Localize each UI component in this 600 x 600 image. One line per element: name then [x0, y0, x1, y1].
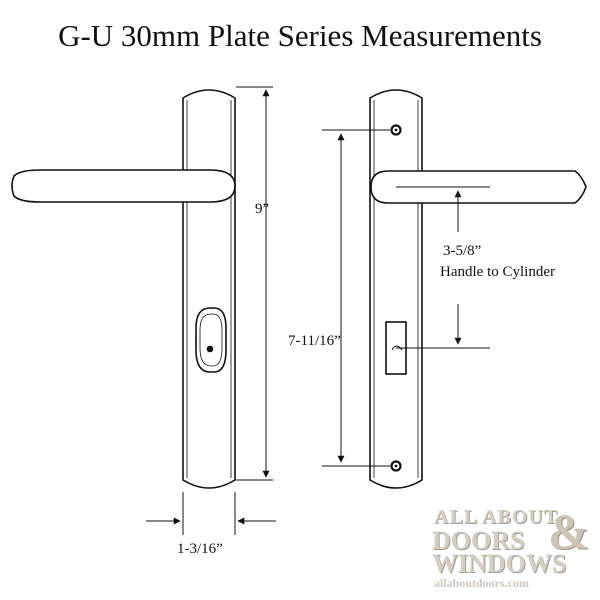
logo-text-doors: DOORS: [432, 526, 525, 555]
label-hole-spacing: 7-11/16”: [288, 333, 341, 349]
left-lever-handle: [11, 169, 236, 203]
logo-ampersand: &: [548, 503, 590, 559]
label-handle-to-cylinder: 3-5/8”: [443, 243, 482, 259]
right-top-screw-hole: [390, 124, 402, 136]
right-bottom-screw-hole: [390, 460, 402, 472]
dimension-handle-to-cylinder: [396, 186, 490, 349]
logo-text-windows: WINDOWS: [432, 549, 567, 578]
left-thumb-turn: [206, 345, 214, 353]
brand-logo: ALL ABOUT DOORS & WINDOWS allaboutdoors.…: [428, 503, 594, 592]
left-handle-plate: [11, 89, 236, 489]
left-plate-outline: [182, 89, 236, 489]
logo-url: allaboutdoors.com: [434, 576, 530, 590]
label-plate-height: 9”: [255, 201, 270, 217]
page-title: G-U 30mm Plate Series Measurements: [58, 18, 542, 53]
dimension-plate-height: [236, 86, 273, 481]
right-handle-plate: [369, 89, 587, 489]
left-cylinder-recess: [195, 307, 227, 373]
logo-text-top: ALL ABOUT: [434, 506, 559, 528]
right-plate-outline: [369, 89, 423, 489]
dimension-hole-spacing: [322, 129, 390, 467]
label-plate-width: 1-3/16”: [177, 541, 223, 557]
dimension-plate-width: [146, 492, 276, 535]
label-handle-to-cylinder-caption: Handle to Cylinder: [440, 264, 555, 280]
